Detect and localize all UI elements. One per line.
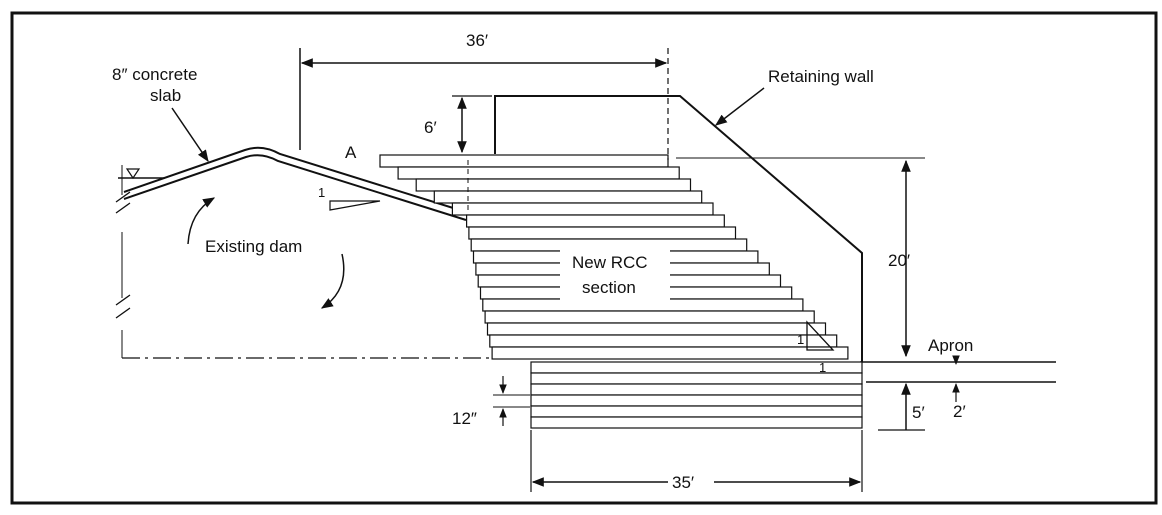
dim-5-label: 5′ bbox=[912, 403, 925, 422]
rcc-lift-14 bbox=[486, 322, 827, 336]
dim-36-label: 36′ bbox=[466, 31, 488, 50]
existing-dam-arrow-upper bbox=[187, 197, 216, 245]
concrete-slab-label-line2: slab bbox=[150, 86, 181, 105]
dim-2-label: 2′ bbox=[953, 402, 966, 421]
downstream-slope-triangle bbox=[806, 320, 835, 351]
rcc-footing-lift-5 bbox=[530, 416, 863, 429]
existing-dam bbox=[115, 165, 131, 358]
rcc-lift-1 bbox=[397, 166, 680, 180]
rcc-lift-16 bbox=[491, 346, 849, 360]
rcc-lift-2 bbox=[415, 178, 692, 192]
rcc-lift-0 bbox=[379, 154, 669, 168]
rcc-lifts bbox=[379, 154, 863, 429]
upstream-slope-triangle bbox=[329, 200, 381, 211]
rcc-lift-6 bbox=[468, 226, 737, 240]
rcc-label-background bbox=[560, 248, 670, 300]
diagram-frame bbox=[10, 11, 1158, 505]
concrete-slab-outer bbox=[123, 146, 467, 213]
rcc-lift-5 bbox=[466, 214, 725, 228]
rcc-footing-lift-4 bbox=[530, 405, 863, 418]
downstream-slope-run-label: 1 bbox=[819, 360, 826, 375]
retaining-wall-label: Retaining wall bbox=[768, 67, 874, 86]
apron-label: Apron bbox=[928, 336, 973, 355]
dim-12-label: 12″ bbox=[452, 409, 477, 428]
upstream-slope-label: 1 bbox=[318, 185, 325, 200]
new-rcc-label-line1: New RCC bbox=[572, 253, 648, 272]
rcc-footing-lift-3 bbox=[530, 394, 863, 407]
existing-dam-arrow-lower bbox=[320, 253, 345, 309]
water-level-symbol bbox=[118, 168, 165, 180]
rcc-lift-3 bbox=[433, 190, 703, 204]
retaining-wall-leader-arrow bbox=[715, 87, 765, 126]
dim-35-label-bg bbox=[668, 470, 714, 492]
rcc-lift-4 bbox=[451, 202, 714, 216]
dim-6-label: 6′ bbox=[424, 118, 437, 137]
existing-dam-label: Existing dam bbox=[205, 237, 302, 256]
retaining-wall bbox=[494, 95, 863, 362]
downstream-slope-rise-label: 1 bbox=[797, 332, 804, 347]
rcc-lift-15 bbox=[489, 334, 838, 348]
concrete-slab-leader-arrow bbox=[171, 107, 209, 162]
rcc-lift-12 bbox=[482, 298, 804, 312]
rcc-footing-lift-0 bbox=[530, 361, 863, 374]
point-a-label: A bbox=[345, 143, 357, 162]
new-rcc-label-line2: section bbox=[582, 278, 636, 297]
rcc-footing-lift-1 bbox=[530, 372, 863, 385]
dim-20-label: 20′ bbox=[888, 251, 910, 270]
concrete-slab-label-line1: 8″ concrete bbox=[112, 65, 197, 84]
rcc-lift-13 bbox=[484, 310, 815, 324]
rcc-footing-lift-2 bbox=[530, 383, 863, 396]
concrete-slab-inner bbox=[123, 154, 467, 221]
dim-35-label: 35′ bbox=[672, 473, 694, 492]
